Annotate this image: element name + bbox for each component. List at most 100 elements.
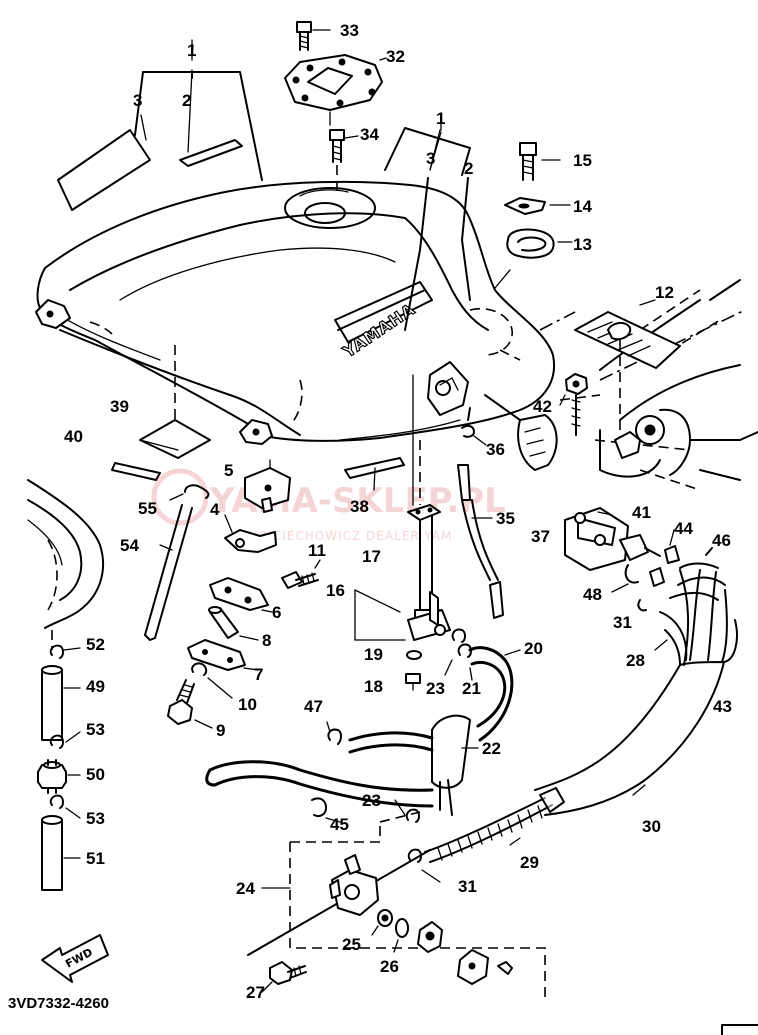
part-8-collar <box>208 606 259 641</box>
frame-section <box>539 279 758 491</box>
part-10-clip <box>191 662 233 699</box>
part-11-screw <box>281 559 321 589</box>
callout-18: 18 <box>364 677 383 696</box>
part-code: 3VD7332-4260 <box>8 995 109 1012</box>
part-16-fuel-cock-body <box>354 589 451 641</box>
part-53a-clip <box>49 731 81 749</box>
callout-35: 35 <box>496 509 515 528</box>
part-32-filler-cap <box>284 54 387 126</box>
part-25-washer <box>371 909 393 936</box>
part-39-pad <box>139 345 211 459</box>
callout-23-upper: 23 <box>426 679 445 698</box>
callout-5: 5 <box>224 461 233 480</box>
part-35-hose <box>457 464 504 619</box>
callout-30: 30 <box>642 817 661 836</box>
petcock-mount-plate <box>427 361 469 416</box>
callout-13: 13 <box>573 235 592 254</box>
callout-51: 51 <box>86 849 105 868</box>
callout-38: 38 <box>350 497 369 516</box>
part-46-exhaust-pipes <box>669 547 728 666</box>
callout-labels: 33 32 34 1 2 3 1 3 2 15 14 13 12 42 39 4… <box>64 21 732 1002</box>
callout-11: 11 <box>308 541 326 560</box>
callout-1-right: 1 <box>436 109 445 128</box>
callout-9: 9 <box>216 721 225 740</box>
part-9-bolt <box>167 679 213 729</box>
part-26-oring <box>393 918 409 953</box>
part-19-oring <box>406 650 422 660</box>
callout-22: 22 <box>482 739 501 758</box>
part-23a-clips <box>444 628 472 676</box>
part-4-bracket <box>224 514 277 553</box>
part-55-clip <box>169 484 210 501</box>
part-6-plate <box>209 577 273 613</box>
callout-40: 40 <box>64 427 83 446</box>
part-44-clip <box>664 529 680 564</box>
part-53b-clip <box>49 794 81 819</box>
callout-7: 7 <box>254 665 263 684</box>
part-22-tank-tube <box>431 714 479 816</box>
callout-16: 16 <box>326 581 345 600</box>
part-47-hose <box>326 721 434 754</box>
watermark: YAMA-SKLEP.PL WOJCIECHOWICZ DEALER YAM <box>151 468 506 543</box>
callout-32: 32 <box>386 47 405 66</box>
part-52-clip <box>49 630 81 659</box>
valve-plate <box>457 949 489 985</box>
part-48-clip <box>611 564 639 593</box>
part-14-washer <box>504 197 571 215</box>
fwd-arrow-icon: FWD <box>41 934 109 983</box>
part-33-bolt <box>296 21 331 51</box>
callout-37: 37 <box>531 527 550 546</box>
callout-10: 10 <box>238 695 257 714</box>
part-34-bolt <box>329 129 359 195</box>
callout-55: 55 <box>138 499 157 518</box>
callout-8: 8 <box>262 631 271 650</box>
left-tank-outline <box>27 479 105 629</box>
part-36-clip <box>461 407 487 446</box>
callout-21: 21 <box>462 679 481 698</box>
part-24-fuel-cock-assy <box>247 811 546 1000</box>
part-49-hose <box>41 665 81 741</box>
callout-28: 28 <box>626 651 645 670</box>
part-21-hose <box>469 667 473 681</box>
callout-34: 34 <box>360 125 379 144</box>
callout-24: 24 <box>236 879 255 898</box>
callout-19: 19 <box>364 645 383 664</box>
callout-33: 33 <box>340 21 359 40</box>
callout-31-lower: 31 <box>458 877 477 896</box>
callout-47: 47 <box>304 697 323 716</box>
callout-44: 44 <box>674 519 693 538</box>
part-7-plate <box>187 639 259 671</box>
part-18-screw <box>405 673 421 691</box>
callout-42: 42 <box>533 397 552 416</box>
callout-46: 46 <box>712 531 731 550</box>
part-45-hose <box>205 760 434 823</box>
part-5-damper <box>244 459 291 513</box>
part-15-bolt <box>519 142 561 181</box>
callout-53-upper: 53 <box>86 720 105 739</box>
callout-2-right: 2 <box>464 159 473 178</box>
part-13-rubber <box>494 228 573 289</box>
part-54-rod <box>144 504 193 641</box>
callout-43: 43 <box>713 697 732 716</box>
part-20-hose <box>468 646 521 742</box>
callout-36: 36 <box>486 440 505 459</box>
callout-6: 6 <box>272 603 281 622</box>
callout-3-right: 3 <box>426 149 435 168</box>
callout-50: 50 <box>86 765 105 784</box>
callout-14: 14 <box>573 197 592 216</box>
callout-20: 20 <box>524 639 543 658</box>
part-12-bracket <box>574 299 681 459</box>
part-31a-clip <box>637 567 665 612</box>
callout-48: 48 <box>583 585 602 604</box>
part-27-screw <box>261 961 307 993</box>
callout-53-lower: 53 <box>86 809 105 828</box>
callout-17: 17 <box>362 547 381 566</box>
callout-52: 52 <box>86 635 105 654</box>
callout-1-left: 1 <box>187 41 196 60</box>
callout-45: 45 <box>330 815 349 834</box>
callout-23-lower: 23 <box>362 791 381 810</box>
part-30-muffler <box>534 619 738 816</box>
callout-54: 54 <box>120 536 139 555</box>
valve-lever <box>417 921 443 953</box>
